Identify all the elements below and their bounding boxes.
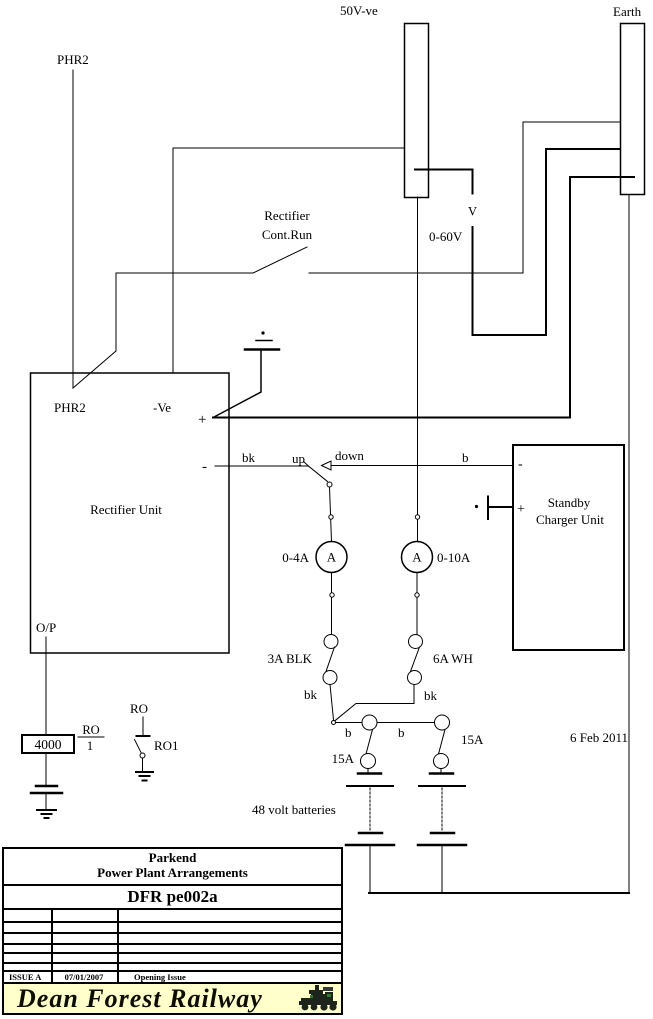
grid-column-line bbox=[51, 908, 53, 982]
changeover-switch-blade bbox=[308, 465, 329, 483]
ro-ratio-top-label: RO bbox=[82, 723, 99, 737]
battery-right-symbol bbox=[416, 785, 468, 894]
fuse-15a-left-top bbox=[361, 714, 378, 731]
railway-banner: Dean Forest Railway bbox=[4, 984, 341, 1013]
fuse-3a-label: 3A BLK bbox=[268, 651, 313, 666]
fuse-15a-left-bottom bbox=[360, 753, 376, 769]
drawing-title-line2: Power Plant Arrangements bbox=[97, 865, 248, 880]
fuse-15a-right-bottom bbox=[433, 753, 449, 769]
fuse-3a-blade bbox=[325, 646, 336, 673]
ro-ratio-bottom-label: 1 bbox=[87, 739, 93, 753]
fuse-15a-left-blade bbox=[365, 728, 374, 755]
battery-left-symbol bbox=[344, 785, 396, 894]
grid-line bbox=[4, 970, 341, 972]
bk-junction bbox=[331, 720, 336, 725]
charger-title-line2: Charger Unit bbox=[536, 512, 604, 527]
changeover-b-label: b bbox=[462, 450, 469, 465]
phr2-feed-wire bbox=[72, 69, 630, 390]
battery-right-b-tag: b bbox=[398, 725, 405, 740]
rectifier-minus-label: - bbox=[202, 459, 207, 475]
charger-cell-symbol bbox=[474, 495, 514, 520]
rectifier-negve-label: -Ve bbox=[153, 400, 171, 415]
fuse-15a-right-blade bbox=[437, 728, 446, 755]
charge-branch-wire bbox=[333, 196, 434, 723]
date-note: 6 Feb 2011 bbox=[570, 730, 628, 745]
charger-minus-label: - bbox=[518, 457, 523, 472]
battery-bank-label: 48 volt batteries bbox=[252, 802, 336, 817]
ro1-contact-symbol bbox=[133, 716, 154, 782]
down-arrowhead bbox=[320, 460, 332, 471]
fuse-15a-left-label: 15A bbox=[332, 751, 355, 766]
earth-bus-label: Earth bbox=[613, 4, 642, 19]
rectifier-plus-label: + bbox=[198, 412, 206, 428]
ammeter-0-10a-letter: A bbox=[412, 550, 422, 565]
charger-title-line1: Standby bbox=[548, 495, 591, 510]
ro1-contact-blade bbox=[133, 738, 142, 754]
ammeter-0-4a-letter: A bbox=[327, 550, 337, 565]
charger-plus-label: + bbox=[517, 502, 525, 517]
fuse-15a-right-top bbox=[434, 714, 450, 731]
issue-description: Opening Issue bbox=[134, 972, 186, 982]
fuse-3a-bottom bbox=[322, 670, 338, 685]
voltmeter-letter: V bbox=[468, 205, 477, 219]
grid-line bbox=[4, 943, 341, 945]
grid-line bbox=[4, 952, 341, 954]
neg-ve-wire bbox=[172, 147, 413, 374]
changeover-up-label: up bbox=[292, 451, 305, 466]
voltmeter-tap-wire bbox=[414, 168, 474, 195]
ammeter-0-10a-range: 0-10A bbox=[437, 550, 471, 565]
50v-busbar bbox=[403, 22, 430, 199]
title-block: Parkend Power Plant Arrangements DFR pe0… bbox=[2, 847, 343, 1015]
rectifier-unit-title: Rectifier Unit bbox=[90, 502, 162, 517]
earth-busbar bbox=[619, 22, 646, 196]
rectifier-output-label: O/P bbox=[36, 620, 56, 635]
voltmeter-range-label: 0-60V bbox=[429, 229, 463, 244]
issue-divider bbox=[4, 982, 341, 984]
ro1-contact-label: RO1 bbox=[154, 738, 179, 753]
fuse-15a-right-label: 15A bbox=[461, 732, 484, 747]
rectifier-unit-box bbox=[29, 372, 230, 654]
changeover-switch bbox=[302, 460, 514, 488]
rectifier-input-label: PHR2 bbox=[54, 400, 86, 415]
drawing-title-line1: Parkend bbox=[148, 850, 197, 865]
plus-earth-symbol bbox=[212, 331, 281, 419]
fuse-3a-top bbox=[323, 634, 339, 649]
grid-line bbox=[4, 962, 341, 964]
battery-fuse-bus bbox=[335, 714, 455, 775]
ro-relay-label: RO bbox=[130, 701, 148, 716]
fuse-6a-top bbox=[408, 634, 423, 649]
standby-charger-box bbox=[512, 444, 625, 651]
steam-locomotive-icon bbox=[299, 985, 337, 1011]
cont-run-switch-blade bbox=[252, 246, 308, 274]
discharge-branch-wire bbox=[315, 486, 348, 725]
grid-column-line bbox=[117, 908, 119, 982]
issue-label: ISSUE A bbox=[9, 972, 42, 982]
supply-bus-label: 50V-ve bbox=[340, 3, 378, 18]
fuse-3a-bk-tag: bk bbox=[304, 687, 318, 702]
issue-date: 07/01/2007 bbox=[64, 972, 104, 982]
fuse-6a-label: 6A WH bbox=[433, 651, 473, 666]
plus-earth-wire bbox=[212, 176, 635, 419]
phr2-feed-label: PHR2 bbox=[57, 52, 89, 67]
changeover-bk-label: bk bbox=[242, 450, 256, 465]
cont-run-label-line2: Cont.Run bbox=[262, 227, 313, 242]
resistor-earth-symbol bbox=[29, 752, 64, 819]
grid-line bbox=[4, 932, 341, 934]
voltmeter-earth-wire bbox=[471, 148, 632, 336]
dwg-divider bbox=[4, 908, 341, 910]
battery-left-b-tag: b bbox=[345, 725, 352, 740]
changeover-down-label: down bbox=[335, 448, 364, 463]
fuse-6a-bk-tag: bk bbox=[424, 688, 438, 703]
cont-run-label-line1: Rectifier bbox=[264, 208, 310, 223]
resistor-4000-box bbox=[21, 734, 75, 754]
fuse-6a-blade bbox=[409, 646, 421, 673]
grid-line bbox=[4, 921, 341, 923]
resistor-value-label: 4000 bbox=[35, 737, 62, 752]
ammeter-0-4a-range: 0-4A bbox=[282, 550, 309, 565]
fuse-6a-bottom bbox=[407, 670, 422, 685]
drawing-number: DFR pe002a bbox=[127, 887, 218, 906]
railway-banner-text: Dean Forest Railway bbox=[17, 984, 263, 1013]
title-divider bbox=[4, 884, 341, 886]
